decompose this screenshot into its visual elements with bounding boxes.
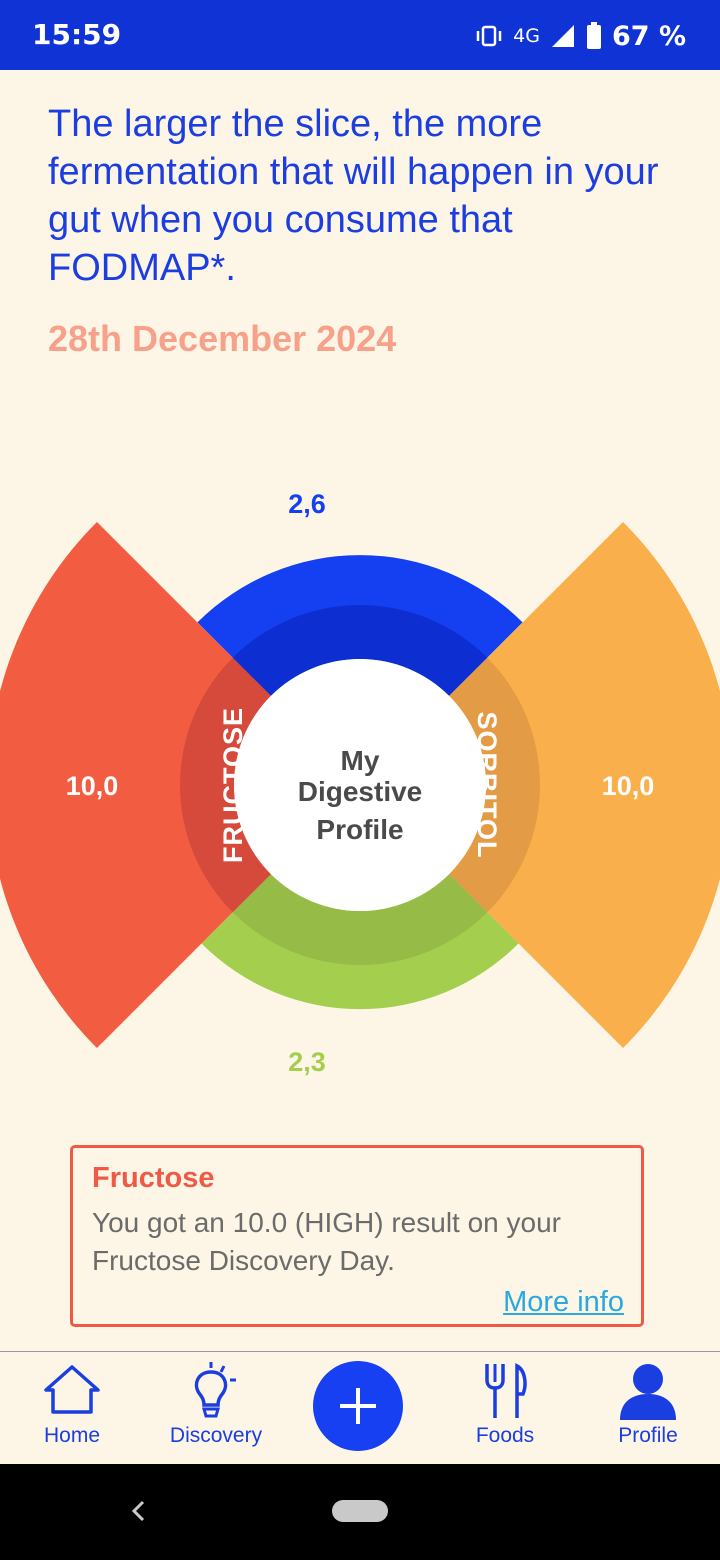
center-label-line-2: Digestive <box>298 776 423 807</box>
result-card-title: Fructose <box>92 1162 215 1194</box>
center-label-line-1: My <box>341 745 380 776</box>
status-time: 15:59 <box>32 18 122 51</box>
nav-profile-label: Profile <box>618 1424 678 1447</box>
nav-discovery-label: Discovery <box>169 1424 263 1447</box>
more-info-link[interactable]: More info <box>503 1286 624 1318</box>
inner-ring-sorbitol <box>449 657 540 913</box>
result-card-text: You got an 10.0 (HIGH) result on your Fr… <box>92 1207 561 1276</box>
ring-label-fructose: FRUCTOSE <box>218 707 248 863</box>
add-button[interactable] <box>313 1361 403 1451</box>
vibrate-icon <box>476 25 502 47</box>
slice-fructose[interactable] <box>0 521 271 1049</box>
nav-home[interactable]: Home <box>2 1352 142 1465</box>
nav-profile[interactable]: Profile <box>578 1352 718 1465</box>
result-card: Fructose You got an 10.0 (HIGH) result o… <box>70 1145 644 1327</box>
signal-icon <box>551 25 574 47</box>
value-label-lactose: 2,6 <box>288 489 326 519</box>
home-gesture-pill[interactable] <box>332 1500 388 1522</box>
battery-level: 67 % <box>611 20 686 52</box>
back-icon[interactable] <box>128 1496 148 1526</box>
plus-icon <box>340 1388 376 1424</box>
nav-foods[interactable]: Foods <box>435 1352 575 1465</box>
ring-label-sorbitol: SORBITOL <box>472 711 502 858</box>
center-circle <box>234 659 486 911</box>
value-label-inulin: 2,3 <box>288 1047 326 1077</box>
status-bar: 15:59 4G 67 % <box>0 0 720 70</box>
inner-ring-inulin <box>232 874 488 965</box>
center-label-line-3: Profile <box>316 814 403 845</box>
inner-ring-lactose <box>232 605 488 696</box>
lightbulb-icon <box>194 1362 236 1418</box>
person-icon <box>620 1364 676 1420</box>
nav-foods-label: Foods <box>475 1424 535 1447</box>
network-type: 4G <box>513 25 540 47</box>
home-icon <box>44 1365 100 1414</box>
nav-discovery[interactable]: Discovery <box>146 1352 286 1465</box>
nav-home-label: Home <box>43 1424 101 1447</box>
utensils-icon <box>485 1363 527 1418</box>
bottom-navigation: Home Discovery Foods Profile <box>0 1351 720 1465</box>
status-icons: 4G 67 % <box>475 18 686 54</box>
chart-description: The larger the slice, the more fermentat… <box>48 103 659 289</box>
profile-date: 28th December 2024 <box>48 318 397 359</box>
battery-icon <box>586 22 601 49</box>
value-label-fructose: 10,0 <box>66 771 119 801</box>
value-label-sorbitol: 10,0 <box>602 771 655 801</box>
slice-sorbitol[interactable] <box>449 521 720 1049</box>
inner-ring-fructose <box>180 657 271 913</box>
